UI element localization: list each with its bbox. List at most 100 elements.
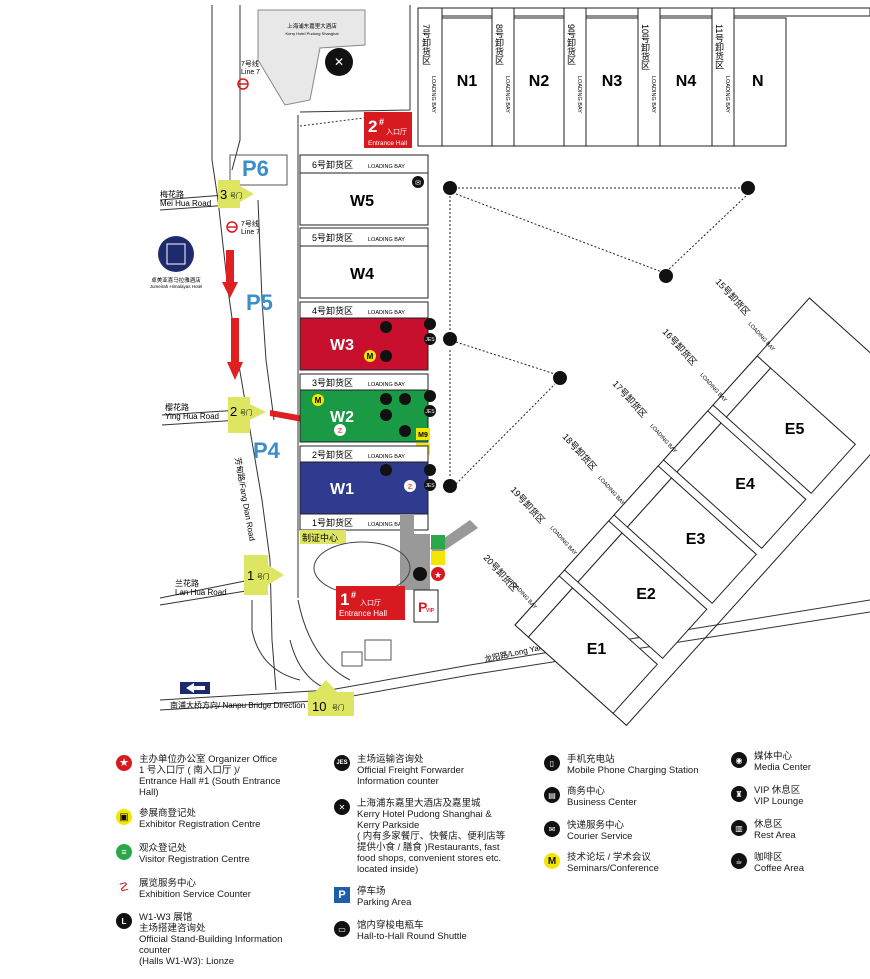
hall-w5 — [299, 172, 429, 226]
visitor-registration-icon — [431, 535, 445, 549]
svg-text:P: P — [418, 599, 427, 615]
kerry-hotel-label-en: Kerry Hotel Pudong Shanghai — [286, 31, 339, 36]
parking-p4: P4 — [253, 438, 281, 463]
road-yinghua-cn: 樱花路 — [165, 402, 189, 412]
kerry-hotel-label: 上海浦东嘉里大酒店 — [287, 22, 337, 30]
legend-lionze: L W1-W3 展馆 主场搭建咨询处 Official Stand-Buildi… — [115, 912, 315, 967]
svg-text:E1: E1 — [587, 641, 607, 658]
legend-shuttle: ▭ 馆内穿梭电瓶车 Hall-to-Hall Round Shuttle — [333, 920, 523, 942]
hall-n3 — [585, 17, 639, 147]
small-buildings — [341, 639, 392, 667]
hall-w3 — [299, 317, 429, 371]
svg-text:号门: 号门 — [332, 704, 344, 712]
svg-text:E4: E4 — [735, 476, 755, 493]
jumeirah-cn: 卓美亚喜马拉雅酒店 — [151, 276, 201, 284]
entrance-hall-1[interactable]: 1 # 入口厅 Entrance Hall — [336, 586, 405, 620]
gate-3[interactable]: 3 号门 — [218, 180, 254, 208]
exhibitor-registration-icon: ▣ — [116, 809, 132, 825]
legend-jes: JES 主场运输咨询处 Official Freight Forwarder I… — [333, 754, 523, 787]
parking-p5: P5 — [246, 290, 273, 315]
hall-e4 — [676, 422, 807, 550]
business-center-icon: ▤ — [544, 787, 560, 803]
gate-1[interactable]: 1 号门 — [244, 555, 284, 595]
exhibition-service-icon — [334, 424, 346, 436]
metro-mid-cn: 7号线 — [241, 219, 259, 228]
svg-text:N: N — [752, 73, 764, 90]
svg-text:W5: W5 — [350, 193, 374, 210]
road-fangdian: 芳甸路/Fang Dian Road — [233, 457, 258, 542]
svg-text:3: 3 — [220, 187, 227, 202]
vip-lounge-icon — [399, 393, 411, 405]
svg-text:N4: N4 — [676, 73, 697, 90]
hall-n4 — [659, 17, 713, 147]
svg-text:LOADING BAY: LOADING BAY — [504, 76, 510, 113]
venue-map: 上海浦东嘉里大酒店 Kerry Hotel Pudong Shanghai ✕ … — [150, 5, 870, 727]
svg-text:LOADING BAY: LOADING BAY — [509, 579, 538, 611]
charging-icon — [380, 464, 392, 476]
shuttle-icon: ▭ — [334, 921, 350, 937]
shuttle-icon — [443, 332, 457, 346]
legend-exhibitor-registration: ▣ 参展商登记处 Exhibitor Registration Centre — [115, 808, 315, 830]
legend: ★ 主办单位办公室 Organizer Office 1 号入口厅 ( 南入口厅… — [0, 748, 870, 979]
hall-n2 — [513, 17, 565, 147]
rest-area-icon: ▥ — [731, 820, 747, 836]
seminar-icon — [312, 394, 324, 406]
metro-line7-mid: 7号线 Line 7 — [226, 219, 260, 236]
svg-text:LOADING BAY: LOADING BAY — [576, 76, 582, 113]
svg-text:M: M — [367, 352, 374, 361]
gate-2[interactable]: 2 号门 — [228, 397, 266, 433]
seminar-icon — [364, 350, 376, 362]
svg-text:W4: W4 — [350, 266, 374, 283]
svg-text:5号卸货区: 5号卸货区 — [312, 232, 353, 243]
legend-media: ◉ 媒体中心 Media Center — [730, 751, 870, 773]
lionze-icon: L — [116, 913, 132, 929]
courier-icon — [412, 176, 424, 188]
seminar-icon: M — [544, 853, 560, 869]
svg-text:4号卸货区: 4号卸货区 — [312, 305, 353, 316]
svg-text:LOADING BAY: LOADING BAY — [597, 475, 626, 507]
jes-icon — [424, 405, 436, 417]
exhibition-service-icon — [404, 480, 416, 492]
svg-text:2: 2 — [368, 117, 377, 136]
svg-text:N3: N3 — [602, 73, 623, 90]
svg-text:1号卸货区: 1号卸货区 — [312, 517, 353, 528]
svg-text:LOADING BAY: LOADING BAY — [368, 382, 405, 388]
svg-text:入口厅: 入口厅 — [360, 599, 381, 607]
restaurant-icon — [325, 48, 353, 76]
hall-w4 — [299, 245, 429, 299]
svg-text:★: ★ — [434, 570, 442, 580]
gate-10[interactable]: 10 号门 — [308, 680, 354, 716]
kerry-hotel-block: 上海浦东嘉里大酒店 Kerry Hotel Pudong Shanghai ✕ — [257, 9, 366, 106]
svg-text:VIP: VIP — [426, 608, 435, 614]
west-halls: 6号卸货区 LOADING BAY W5 ✉ 5号卸货区 LOADING BAY… — [299, 154, 436, 544]
svg-text:W1: W1 — [330, 481, 354, 498]
road-meihua-cn: 梅花路 — [160, 189, 184, 199]
shuttle-icon — [659, 269, 673, 283]
svg-text:LOADING BAY: LOADING BAY — [368, 164, 405, 170]
vip-parking — [413, 589, 439, 623]
svg-text:17号卸货区: 17号卸货区 — [611, 378, 650, 420]
svg-text:15号卸货区: 15号卸货区 — [714, 276, 753, 318]
svg-text:8号卸货区: 8号卸货区 — [494, 24, 504, 65]
svg-text:#: # — [379, 117, 384, 127]
svg-text:1: 1 — [340, 590, 349, 609]
restaurant-icon: ✕ — [334, 799, 350, 815]
parking-icon: P — [334, 887, 350, 903]
shuttle-stops — [443, 181, 755, 493]
hall-e2 — [577, 532, 708, 660]
svg-text:11号卸货区: 11号卸货区 — [714, 24, 724, 69]
svg-text:10: 10 — [312, 699, 326, 714]
hall-e5 — [725, 367, 857, 495]
svg-text:LOADING BAY: LOADING BAY — [549, 525, 578, 557]
certificate-center — [300, 530, 346, 544]
legend-rest: ▥ 休息区 Rest Area — [730, 819, 870, 841]
exhibitor-registration-icon — [431, 551, 445, 565]
svg-text:号门: 号门 — [257, 573, 269, 581]
media-center-icon — [399, 425, 411, 437]
entrance-hall-2[interactable]: 2 # 入口厅 Entrance Hall — [299, 112, 412, 148]
svg-text:✕: ✕ — [334, 55, 344, 69]
courier-icon: ✉ — [544, 821, 560, 837]
svg-text:LOADING BAY: LOADING BAY — [724, 76, 730, 113]
svg-text:2: 2 — [230, 404, 237, 419]
metro-line7-top: 7号线 Line 7 — [237, 59, 260, 90]
